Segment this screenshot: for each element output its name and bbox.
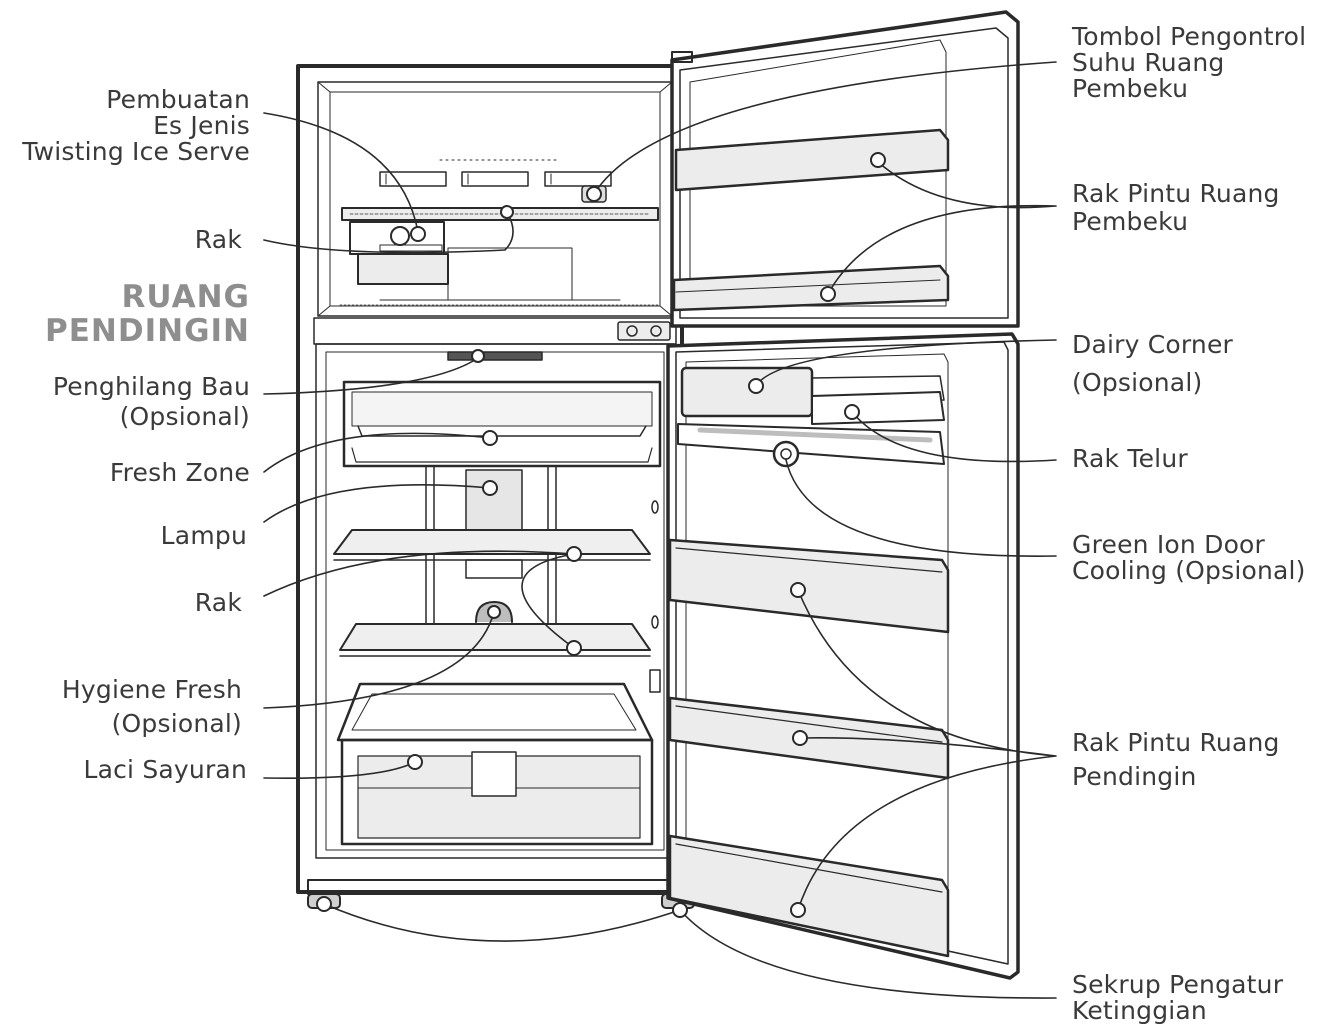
fridge-door-shelf-3 [668, 834, 950, 958]
fridge-interior [333, 351, 662, 846]
fridge-shelf-2 [339, 623, 651, 651]
label-green-ion: Green Ion Door Cooling (Opsional) [1072, 530, 1306, 585]
label-deodorizer: Penghilang Bau (Opsional) [52, 372, 250, 431]
label-ice-maker: Pembuatan Es Jenis Twisting Ice Serve [22, 85, 250, 166]
leader-lamp [263, 484, 491, 523]
leader-freezer-shelf [263, 211, 514, 254]
dairy-corner [680, 366, 814, 418]
fridge-shelf-1 [333, 529, 651, 555]
deodorizer [447, 351, 543, 361]
fridge-door-shelf-1 [668, 538, 950, 634]
label-lamp: Lampu [160, 521, 247, 550]
leader-fridge-shelf [263, 550, 575, 649]
vegetable-drawer [340, 738, 654, 846]
freezer-door [670, 10, 1020, 328]
control-panel [617, 321, 671, 341]
green-ion-fan [772, 440, 800, 468]
leader-leveling-screw [323, 903, 1057, 999]
lamp [465, 469, 523, 533]
leader-green-ion [785, 459, 1057, 557]
egg-tray [811, 391, 945, 425]
label-freezer-door-shelf: Rak Pintu Ruang Pembeku [1072, 179, 1280, 236]
fresh-zone [342, 380, 662, 468]
leader-freezer-door-shelf [827, 161, 1057, 295]
label-fridge-shelf: Rak [194, 588, 242, 617]
label-freezer-shelf: Rak [194, 225, 242, 254]
leader-ice-maker [263, 112, 419, 233]
leader-freezer-temp [593, 61, 1057, 195]
leader-vegetable-drawer [263, 761, 416, 779]
leader-hygiene-fresh [263, 611, 495, 709]
callout-dots [316, 152, 886, 918]
label-hygiene-fresh: Hygiene Fresh (Opsional) [61, 675, 242, 738]
label-vegetable-drawer: Laci Sayuran [83, 755, 247, 784]
freezer-interior [339, 159, 661, 306]
leader-dairy-corner [755, 339, 1057, 387]
leader-egg-tray [851, 411, 1057, 463]
leader-fresh-zone [263, 432, 491, 473]
label-dairy-corner: Dairy Corner (Opsional) [1072, 330, 1234, 397]
label-egg-tray: Rak Telur [1072, 444, 1188, 473]
ice-bin [357, 253, 449, 285]
freezer-door-shelf-2 [672, 264, 950, 312]
label-fridge-door-shelf: Rak Pintu Ruang Pendingin [1072, 728, 1280, 791]
fridge-door [666, 332, 1020, 980]
label-fresh-zone: Fresh Zone [109, 458, 250, 487]
leader-deodorizer [263, 357, 479, 395]
leader-fridge-door-shelf [797, 589, 1057, 911]
heading-fridge-compartment: RUANG PENDINGIN [45, 279, 250, 349]
leader-lines [263, 61, 1057, 999]
label-freezer-temp-control: Tombol Pengontrol Suhu Ruang Pembeku [1072, 22, 1307, 103]
label-leveling-screw: Sekrup Pengatur Ketinggian [1072, 970, 1284, 1025]
